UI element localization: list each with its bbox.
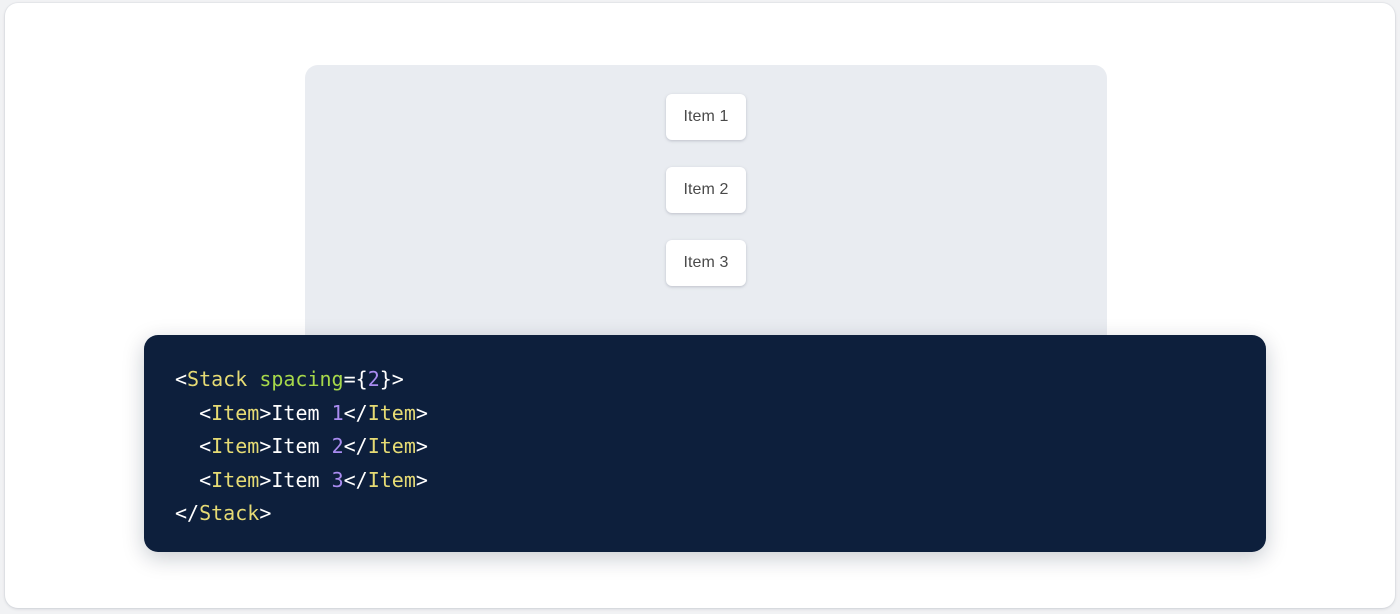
code-token-tag: Item — [367, 434, 416, 459]
code-token-num: 2 — [367, 367, 380, 391]
component-preview-panel: Item 1 Item 2 Item 3 — [305, 65, 1107, 355]
code-block[interactable]: <Stack spacing={2}> <Item>Item 1</Item> … — [144, 335, 1266, 531]
code-token-attr: spacing — [259, 367, 344, 391]
code-token-punct: > — [259, 434, 272, 459]
code-token-punct: > — [415, 467, 428, 492]
code-token-punct: </ — [343, 400, 368, 425]
code-token-punct — [247, 367, 259, 391]
stack-item-label: Item 2 — [683, 181, 729, 198]
stack-item[interactable]: Item 1 — [666, 94, 746, 140]
code-token-text: Item — [271, 400, 332, 425]
code-token-punct: </ — [343, 434, 368, 459]
code-token-tag: Stack — [199, 501, 260, 526]
code-token-tag: Item — [211, 467, 260, 492]
code-token-punct: < — [199, 434, 212, 459]
code-token-punct: > — [415, 400, 428, 425]
code-token-tag: Item — [211, 400, 260, 425]
code-token-num: 2 — [331, 434, 344, 459]
code-line: </Stack> — [175, 501, 271, 525]
code-line: <Item>Item 2</Item> — [175, 434, 428, 458]
code-token-punct: ={ — [343, 367, 368, 391]
code-token-tag: Item — [367, 467, 416, 492]
code-token-punct: </ — [343, 467, 368, 492]
code-token-num: 1 — [331, 400, 344, 425]
code-token-punct: > — [259, 400, 272, 425]
code-token-punct: > — [415, 434, 428, 459]
code-token-punct: < — [199, 400, 212, 425]
code-line: <Stack spacing={2}> — [175, 367, 404, 391]
code-token-punct: }> — [379, 367, 404, 391]
stack-item-label: Item 3 — [683, 254, 729, 271]
code-token-punct: < — [175, 367, 188, 391]
code-token-punct: </ — [175, 501, 200, 526]
code-snippet-panel: <Stack spacing={2}> <Item>Item 1</Item> … — [144, 335, 1266, 552]
code-token-tag: Item — [211, 434, 260, 459]
code-token-tag: Stack — [187, 367, 248, 391]
stack-item[interactable]: Item 3 — [666, 240, 746, 286]
code-line: <Item>Item 1</Item> — [175, 401, 428, 425]
code-token-punct: > — [259, 501, 272, 526]
stack-item[interactable]: Item 2 — [666, 167, 746, 213]
code-token-tag: Item — [367, 400, 416, 425]
code-token-punct: > — [259, 467, 272, 492]
code-token-num: 3 — [331, 467, 344, 492]
stack-container: Item 1 Item 2 Item 3 — [305, 94, 1107, 286]
stack-item-label: Item 1 — [683, 108, 729, 125]
code-token-text: Item — [271, 434, 332, 459]
code-token-punct: < — [199, 467, 212, 492]
code-token-text: Item — [271, 467, 332, 492]
code-line: <Item>Item 3</Item> — [175, 468, 428, 492]
